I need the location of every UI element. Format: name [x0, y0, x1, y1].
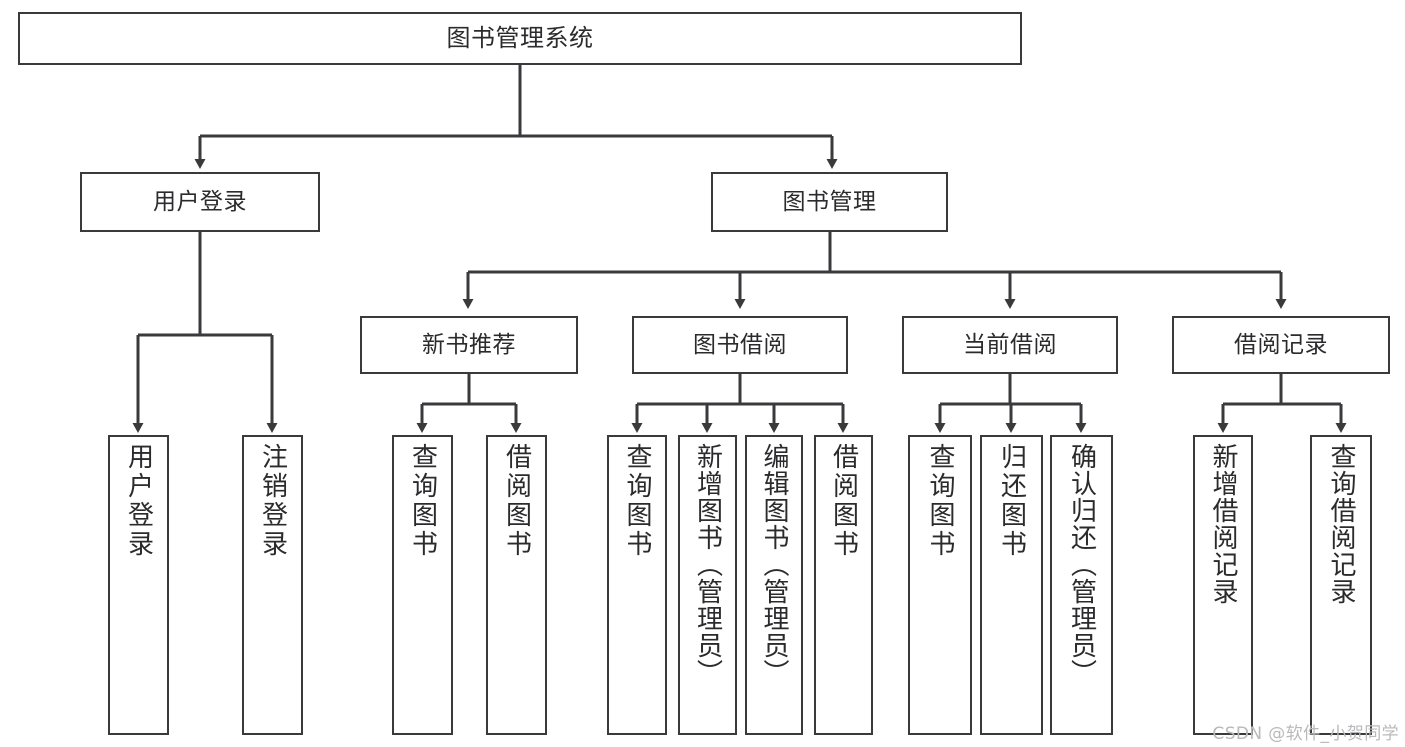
node-new-book-recommend[interactable]: 新书推荐 — [360, 316, 578, 374]
leaf-return-book[interactable]: 归还图书 — [980, 435, 1043, 735]
node-label: 用户登录 — [153, 188, 247, 215]
leaf-query-borrow-record[interactable]: 查询借阅记录 — [1310, 435, 1372, 735]
node-borrow-record[interactable]: 借阅记录 — [1172, 316, 1390, 374]
node-label: 新书推荐 — [422, 331, 516, 358]
leaf-logout[interactable]: 注销登录 — [242, 435, 303, 735]
node-label: 查询图书 — [407, 443, 438, 559]
node-label: 确认归还（管理员） — [1066, 443, 1097, 686]
node-label: 注销登录 — [257, 443, 288, 559]
leaf-borrow-book[interactable]: 借阅图书 — [814, 435, 873, 735]
node-label: 查询图书 — [925, 443, 955, 559]
leaf-query-book-current[interactable]: 查询图书 — [908, 435, 972, 735]
node-book-borrow[interactable]: 图书借阅 — [632, 316, 848, 374]
watermark: CSDN @软件_小贺同学 — [1212, 724, 1399, 744]
node-label: 新增图书（管理员） — [692, 443, 723, 686]
node-label: 查询借阅记录 — [1326, 443, 1356, 605]
node-label: 借阅图书 — [501, 443, 532, 559]
node-user-login[interactable]: 用户登录 — [80, 172, 320, 232]
node-root-system[interactable]: 图书管理系统 — [18, 12, 1022, 65]
leaf-confirm-return-admin[interactable]: 确认归还（管理员） — [1050, 435, 1113, 735]
node-label: 图书借阅 — [693, 331, 787, 358]
node-book-management[interactable]: 图书管理 — [711, 172, 948, 232]
leaf-user-login[interactable]: 用户登录 — [108, 435, 169, 735]
node-label: 新增借阅记录 — [1208, 443, 1238, 605]
node-label: 图书管理系统 — [446, 23, 594, 52]
node-label: 图书管理 — [782, 188, 877, 215]
leaf-query-book-new[interactable]: 查询图书 — [392, 435, 453, 735]
node-label: 编辑图书（管理员） — [759, 443, 789, 686]
leaf-edit-book-admin[interactable]: 编辑图书（管理员） — [745, 435, 803, 735]
leaf-add-book-admin[interactable]: 新增图书（管理员） — [678, 435, 737, 735]
node-label: 借阅图书 — [828, 443, 859, 559]
leaf-query-book-borrow[interactable]: 查询图书 — [607, 435, 667, 735]
node-label: 用户登录 — [123, 443, 154, 559]
leaf-add-borrow-record[interactable]: 新增借阅记录 — [1193, 435, 1253, 735]
leaf-borrow-book-new[interactable]: 借阅图书 — [486, 435, 547, 735]
node-current-borrow[interactable]: 当前借阅 — [902, 316, 1118, 374]
node-label: 当前借阅 — [963, 331, 1057, 358]
node-label: 借阅记录 — [1234, 331, 1328, 358]
node-label: 归还图书 — [996, 443, 1027, 559]
node-label: 查询图书 — [622, 443, 652, 559]
